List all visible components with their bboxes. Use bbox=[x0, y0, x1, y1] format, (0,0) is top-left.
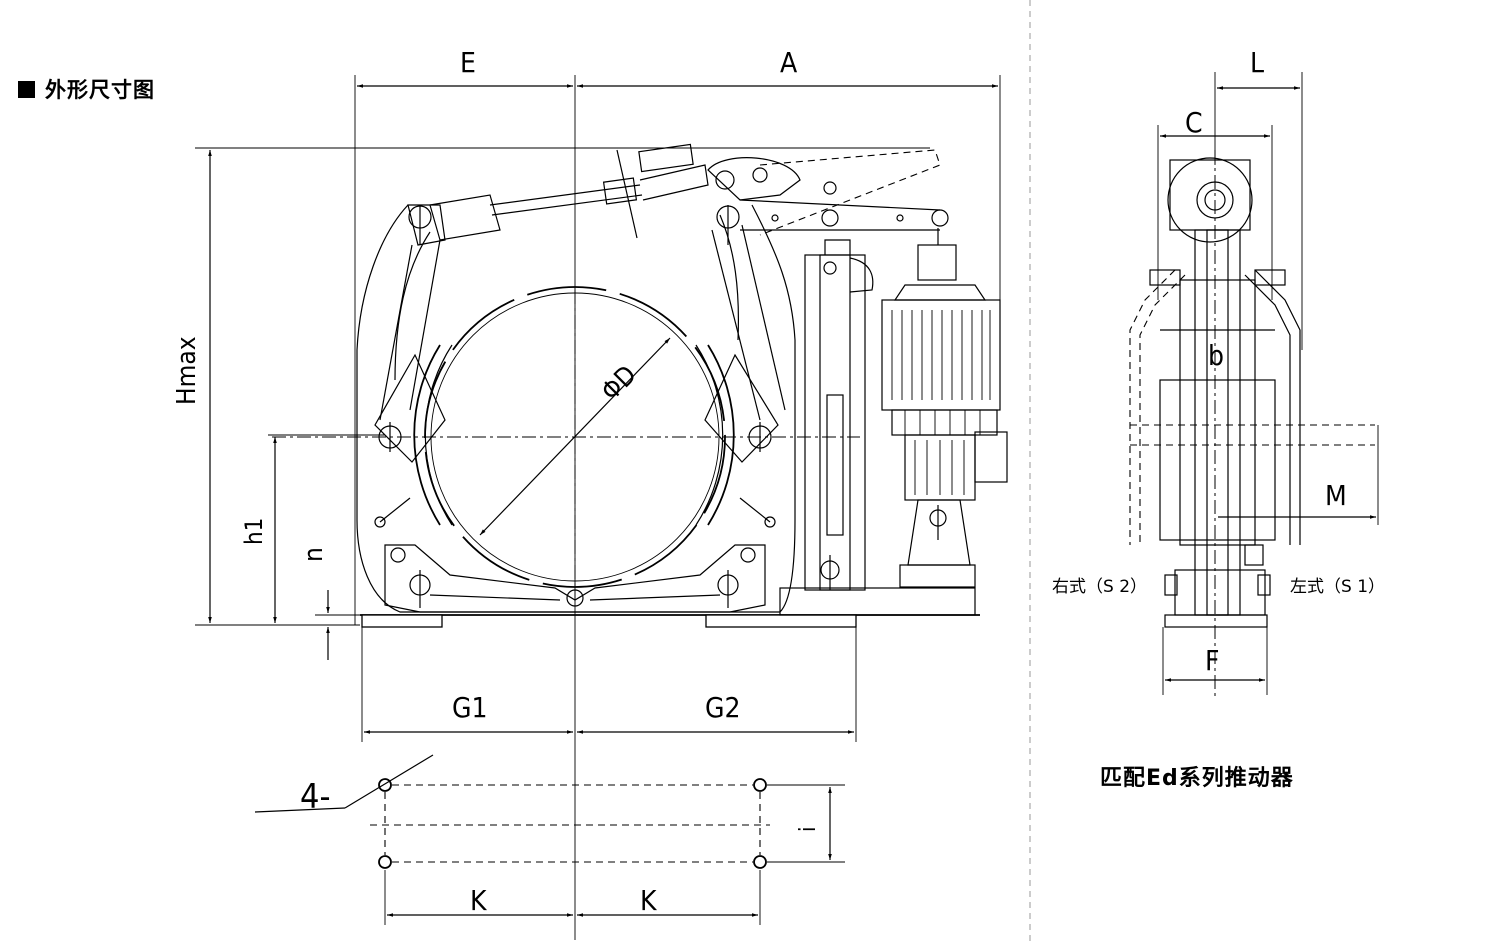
dim-label-E: E bbox=[460, 46, 476, 79]
left-type-label: 左式（S 1） bbox=[1290, 577, 1386, 597]
dim-label-h1: h1 bbox=[240, 518, 268, 545]
page-heading-text: 外形尺寸图 bbox=[45, 78, 155, 102]
dim-label-holes: 4- bbox=[300, 777, 331, 817]
dim-label-D: ΦD bbox=[596, 360, 643, 407]
dim-label-Hmax: Hmax bbox=[172, 336, 202, 405]
front-view bbox=[195, 75, 1008, 940]
square-bullet-icon bbox=[18, 81, 35, 98]
dim-label-n: n bbox=[299, 547, 329, 562]
dim-label-F: F bbox=[1205, 644, 1220, 677]
hole-plan bbox=[254, 754, 845, 925]
dim-label-K-left: K bbox=[470, 884, 488, 917]
dim-label-G2: G2 bbox=[705, 691, 741, 724]
side-view bbox=[1129, 72, 1379, 700]
dim-label-K-right: K bbox=[640, 884, 658, 917]
dim-label-L: L bbox=[1250, 46, 1264, 79]
page-heading: 外形尺寸图 bbox=[18, 74, 155, 104]
dim-label-G1: G1 bbox=[452, 691, 488, 724]
figure-caption: 匹配Ed系列推动器 bbox=[1100, 766, 1294, 791]
right-type-label: 右式（S 2） bbox=[1052, 577, 1148, 597]
dim-label-C: C bbox=[1185, 106, 1203, 139]
dim-label-i: i bbox=[796, 827, 821, 833]
dim-label-A: A bbox=[780, 46, 798, 79]
dim-label-b: b bbox=[1208, 339, 1224, 372]
dim-label-M: M bbox=[1325, 479, 1347, 512]
